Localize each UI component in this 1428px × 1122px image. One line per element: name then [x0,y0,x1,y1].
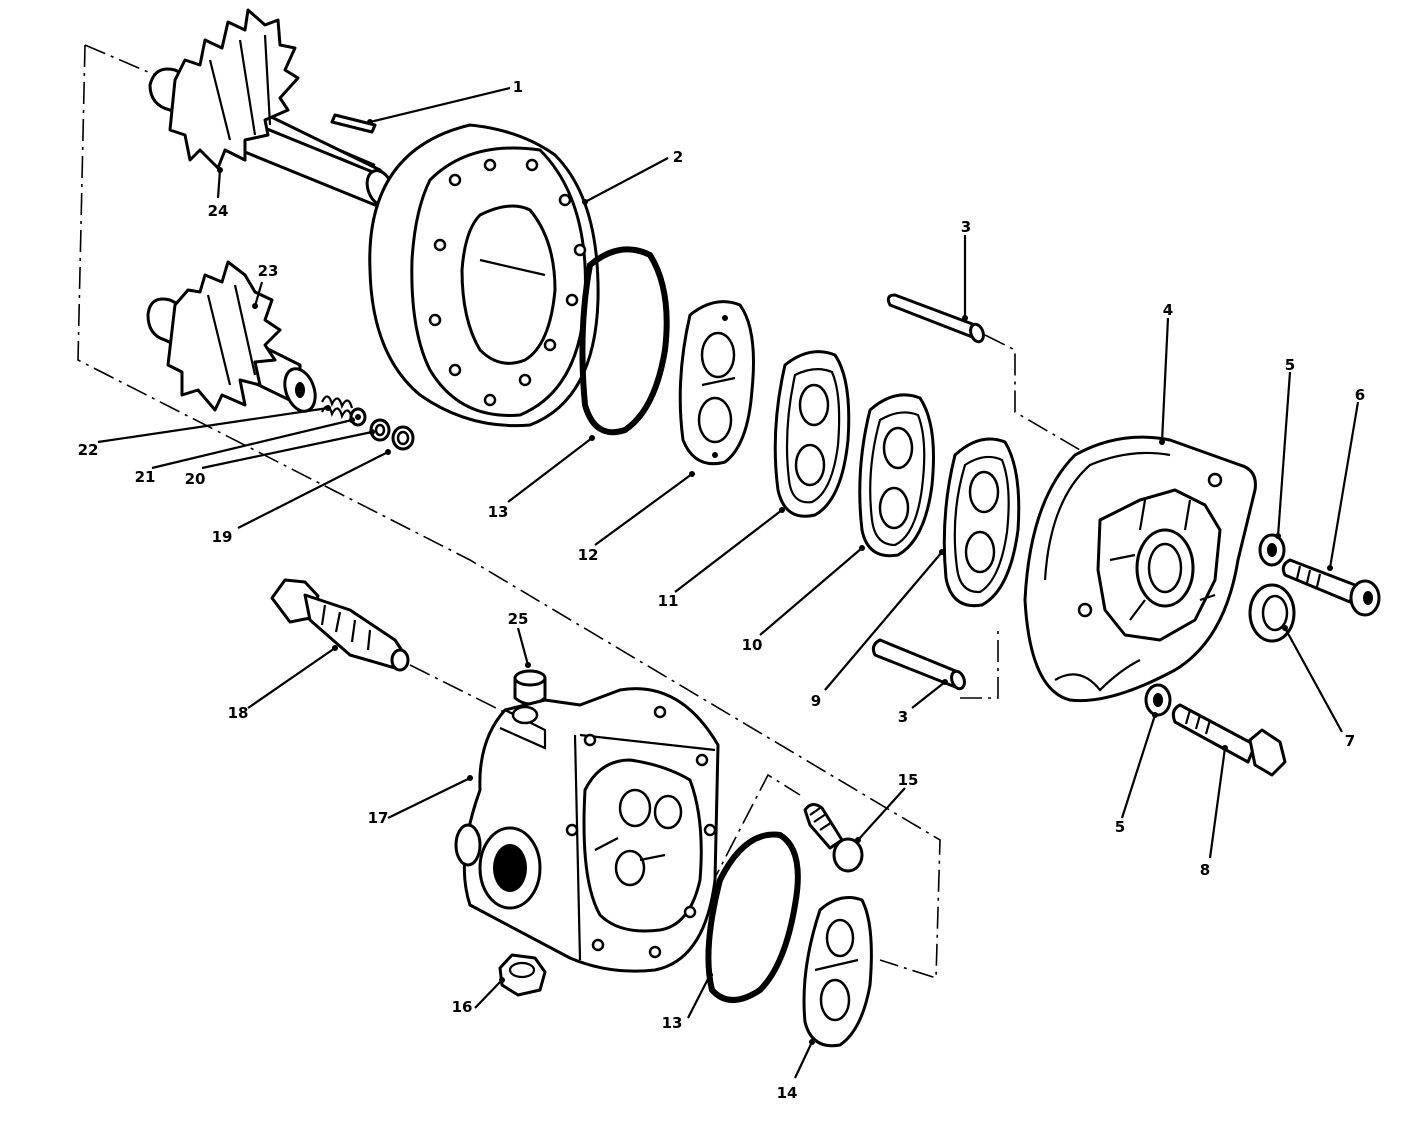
callout-13-upper: 13 [488,503,509,521]
callout-labels: 1 2 3 3 4 5 5 6 7 8 9 10 11 12 13 13 14 … [78,78,1366,1102]
flat-washer-upper [1258,533,1286,567]
callout-15: 15 [898,771,919,789]
dowel-pin-lower [871,638,966,691]
stud-screw [803,803,864,873]
callout-5-lower: 5 [1115,818,1125,836]
pipe-plug-bottom [498,953,547,997]
callout-20: 20 [185,470,206,488]
retaining-ring [391,425,415,451]
driven-gear [146,260,317,413]
callout-3-upper: 3 [961,218,971,236]
wear-plate [678,300,755,466]
callout-6: 6 [1355,386,1365,404]
callout-22: 22 [78,441,99,459]
relief-valve [270,578,410,672]
callout-14: 14 [777,1084,798,1102]
callout-1: 1 [513,78,523,96]
dowel-pin-upper [886,293,985,344]
callout-7: 7 [1345,732,1355,750]
callout-2: 2 [673,148,683,166]
callout-13-lower: 13 [662,1014,683,1032]
callout-4: 4 [1163,301,1173,319]
callout-21: 21 [135,468,156,486]
pipe-plug-top [513,669,547,706]
o-ring-upper [579,246,670,436]
callout-24: 24 [208,202,229,220]
callout-25: 25 [508,610,529,628]
callout-9: 9 [811,692,821,710]
callout-18: 18 [228,704,249,722]
drive-gear-shaft [148,8,395,207]
wear-plate-lower [802,896,873,1048]
callout-3-lower: 3 [898,708,908,726]
shaft-end-cover [1023,435,1257,703]
seal-gasket [858,393,935,558]
socket-head-screw [1281,558,1381,617]
callout-10: 10 [742,636,763,654]
callout-19: 19 [212,528,233,546]
callout-5-upper: 5 [1285,356,1295,374]
callout-16: 16 [452,998,473,1016]
flat-washer-lower [1144,683,1172,717]
hex-head-bolt [1171,703,1287,777]
o-ring-lower [705,831,801,1003]
callout-11: 11 [658,592,679,610]
gasket [942,437,1021,608]
callout-17: 17 [368,809,389,827]
callout-12: 12 [578,546,599,564]
backup-gasket [773,350,851,518]
callout-8: 8 [1200,861,1210,879]
port-end-cover [454,687,720,973]
callout-23: 23 [258,262,279,280]
gear-housing [368,123,600,428]
shaft-key [330,113,377,134]
leader-lines [97,86,1360,1079]
